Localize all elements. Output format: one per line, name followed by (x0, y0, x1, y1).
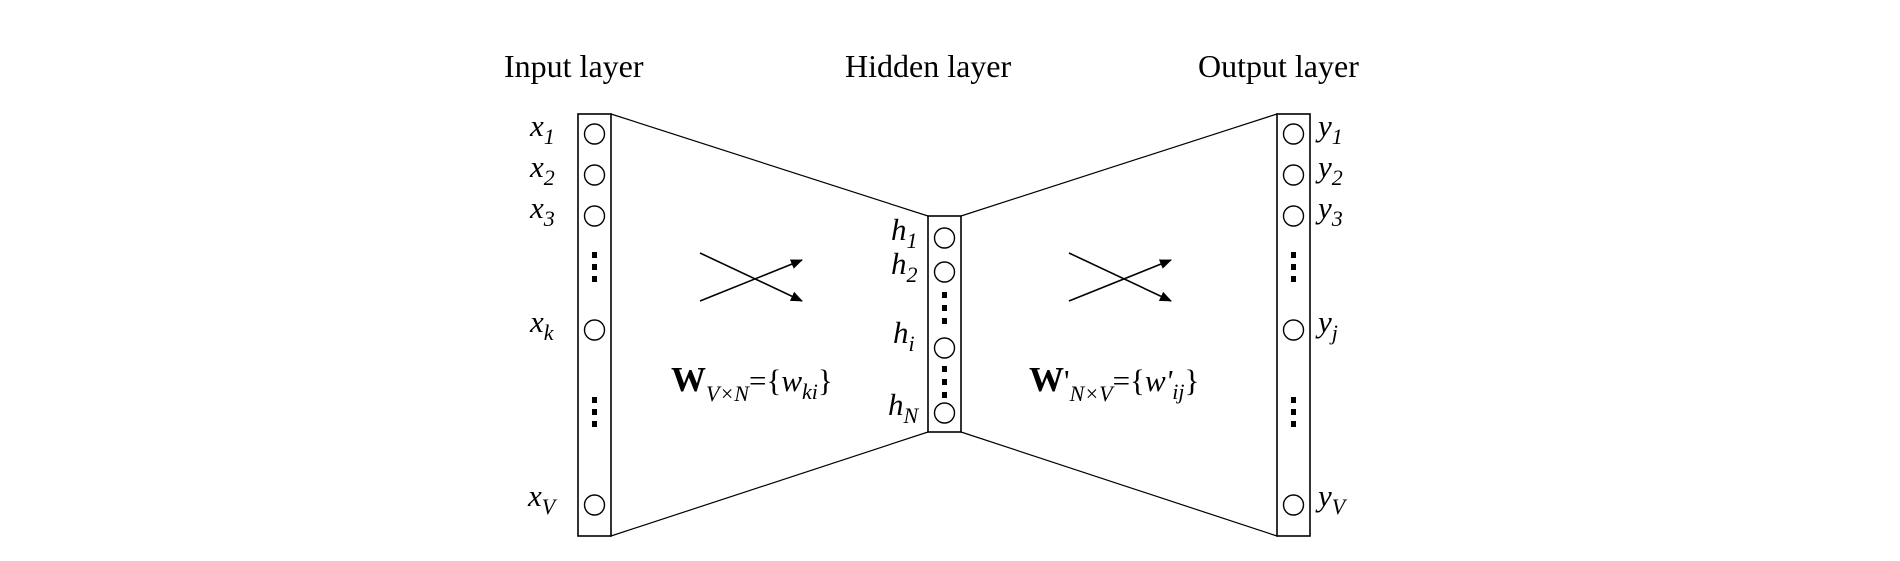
hidden-node (933, 337, 956, 359)
input-label-x3: x3 (529, 190, 555, 231)
ellipsis-dot (942, 379, 947, 385)
input-hidden-weight-label: WV×N={wki} (671, 360, 833, 406)
ellipsis-dot (1291, 276, 1296, 282)
ellipsis-dot (592, 397, 597, 403)
input-hidden-crossing-arrows-icon (699, 252, 803, 302)
ellipsis-dot (942, 366, 947, 372)
hidden-ellipsis (942, 292, 947, 398)
input-label-x2: x2 (529, 149, 555, 190)
ellipsis-dot (592, 421, 597, 427)
output-label-y3: y3 (1315, 190, 1343, 231)
input-label-x1: x1 (529, 108, 555, 149)
hidden-node (933, 227, 956, 249)
output-label-y1: y1 (1315, 108, 1343, 149)
hidden-layer-title: Hidden layer (845, 48, 1012, 84)
input-node (583, 319, 606, 341)
output-label-y2: y2 (1315, 149, 1343, 190)
hidden-label-h1: h1 (891, 212, 918, 253)
output-node (1282, 494, 1305, 516)
output-node (1282, 164, 1305, 186)
input-nodes (583, 123, 606, 516)
input-node (583, 123, 606, 145)
hidden-node (933, 261, 956, 283)
hidden-label-h2: h2 (891, 246, 918, 287)
input-node (583, 164, 606, 186)
hidden-label-hn: hN (888, 387, 920, 428)
output-nodes (1282, 123, 1305, 516)
input-node (583, 205, 606, 227)
ellipsis-dot (1291, 252, 1296, 258)
ellipsis-dot (1291, 409, 1296, 415)
arrow-up-right-icon (1068, 259, 1172, 302)
output-layer-title: Output layer (1198, 48, 1359, 84)
ellipsis-dot (942, 318, 947, 324)
hidden-output-crossing-arrows-icon (1068, 252, 1172, 302)
output-ellipsis (1291, 252, 1296, 427)
input-layer-title: Input layer (504, 48, 644, 84)
output-labels: y1 y2 y3 yj yV (1315, 108, 1348, 519)
hidden-nodes (933, 227, 956, 424)
arrow-up-right-icon (699, 259, 803, 302)
connection-line (960, 431, 1278, 537)
output-node (1282, 319, 1305, 341)
arrow-down-right-icon (699, 252, 803, 302)
arrow-down-right-icon (1068, 252, 1172, 302)
ellipsis-dot (942, 305, 947, 311)
ellipsis-dot (1291, 397, 1296, 403)
ellipsis-dot (942, 292, 947, 298)
output-label-yv: yV (1315, 478, 1348, 519)
input-label-xk: xk (529, 304, 555, 345)
ellipsis-dot (942, 392, 947, 398)
output-label-yj: yj (1315, 304, 1338, 345)
input-labels: x1 x2 x3 xk xV (527, 108, 558, 519)
ellipsis-dot (592, 252, 597, 258)
connection-lines (610, 113, 1278, 537)
hidden-node (933, 402, 956, 424)
ellipsis-dot (1291, 264, 1296, 270)
connection-line (610, 431, 929, 537)
output-node (1282, 205, 1305, 227)
output-node (1282, 123, 1305, 145)
ellipsis-dot (1291, 421, 1296, 427)
ellipsis-dot (592, 409, 597, 415)
input-label-xv: xV (527, 478, 558, 519)
input-node (583, 494, 606, 516)
hidden-labels: h1 h2 hi hN (888, 212, 920, 428)
input-ellipsis (592, 252, 597, 427)
ellipsis-dot (592, 276, 597, 282)
connection-line (960, 113, 1278, 217)
connection-line (610, 113, 929, 217)
hidden-label-hi: hi (893, 315, 915, 356)
hidden-output-weight-label: W'N×V={w'ij} (1029, 360, 1199, 406)
ellipsis-dot (592, 264, 597, 270)
